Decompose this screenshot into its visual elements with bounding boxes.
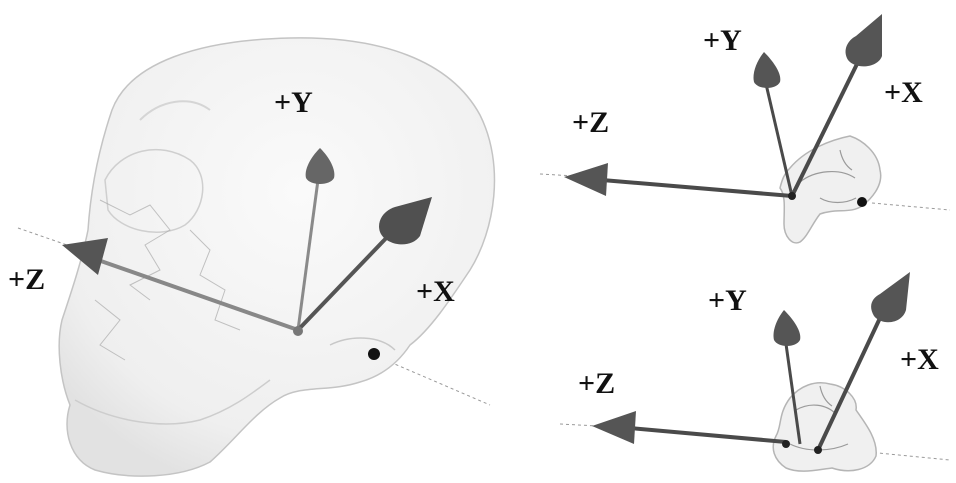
vertebra-bottom-origin-point (782, 440, 790, 448)
skull-x-label: +X (416, 275, 455, 308)
vertebra-top-z-label: +Z (572, 106, 609, 139)
vertebra-top-panel: +Y +X +Z (540, 14, 950, 243)
skull-panel: +Y +X +Z (8, 38, 494, 476)
vertebra-top-z-axis-shaft (602, 180, 792, 196)
skull-reference-line-left (18, 228, 70, 246)
vertebra-top-y-axis-arrowhead (753, 52, 780, 88)
vertebra-bottom-panel: +Y +X +Z (560, 272, 950, 471)
vertebra-bottom-x-axis-arrowhead (871, 272, 910, 322)
vertebra-bottom-reference-line-right (868, 452, 950, 460)
vertebra-top-x-axis-arrowhead (846, 14, 882, 66)
vertebra-top-origin-point (788, 192, 796, 200)
vertebra-top-landmark-point (857, 197, 867, 207)
vertebra-top-z-axis-arrowhead (564, 163, 608, 196)
vertebra-bottom-reference-line-left (560, 424, 598, 426)
vertebra-bottom-y-axis-arrowhead (773, 310, 800, 346)
vertebra-top-y-label: +Y (703, 24, 742, 57)
vertebra-top-y-axis-shaft (766, 84, 792, 196)
vertebra-bottom-z-axis-arrowhead (592, 411, 636, 444)
vertebra-top-reference-line-right (872, 203, 950, 210)
vertebra-bottom-landmark-point (814, 446, 822, 454)
skull-landmark-point (368, 348, 380, 360)
vertebra-bottom-body (773, 383, 876, 471)
vertebra-bottom-y-label: +Y (708, 284, 747, 317)
vertebra-icon (773, 383, 876, 471)
skull-y-label: +Y (274, 86, 313, 119)
vertebra-top-x-label: +X (884, 76, 923, 109)
vertebra-bottom-z-axis-shaft (630, 428, 786, 442)
vertebra-bottom-z-label: +Z (578, 367, 615, 400)
vertebra-bottom-x-label: +X (900, 343, 939, 376)
skull-z-label: +Z (8, 263, 45, 296)
skull-reference-line-right (390, 362, 490, 405)
skull-origin-point (293, 326, 303, 336)
